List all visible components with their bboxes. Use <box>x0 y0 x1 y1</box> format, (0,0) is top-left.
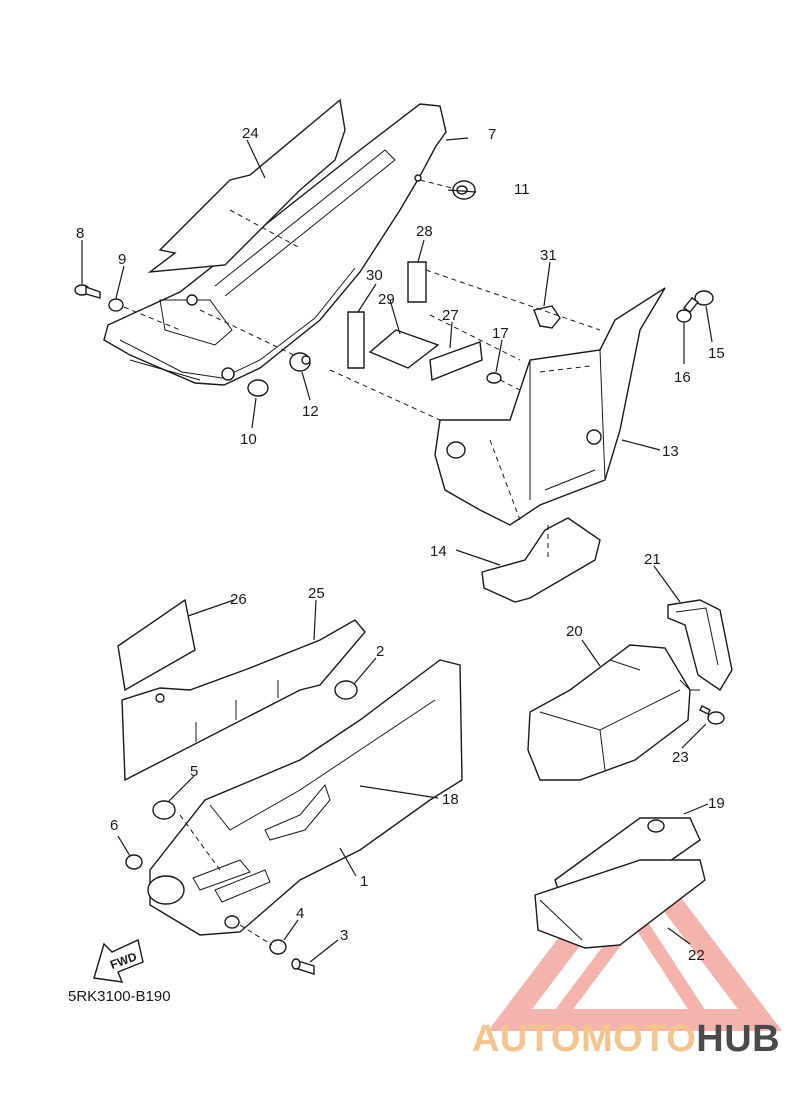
part-band-21 <box>667 599 733 691</box>
part-collar-9 <box>108 298 181 331</box>
part-washer-4 <box>269 939 287 955</box>
callout-3: 3 <box>340 927 348 944</box>
part-clip-31 <box>533 305 561 329</box>
part-tool-case-20 <box>527 644 691 781</box>
callout-8: 8 <box>76 225 84 242</box>
brand-watermark-part2: HUB <box>696 1018 781 1060</box>
part-panel-25 <box>121 619 366 782</box>
diagram-code: 5RK3100-B190 <box>68 988 171 1005</box>
callout-13: 13 <box>662 443 679 460</box>
callout-5: 5 <box>190 763 198 780</box>
callout-1: 1 <box>360 873 368 890</box>
brand-watermark-part1: AUTOMOTO <box>472 1018 697 1060</box>
callout-2: 2 <box>376 643 384 660</box>
part-side-cover-lower <box>147 659 463 936</box>
part-grommet-11 <box>414 174 476 200</box>
part-screw-3 <box>291 958 315 975</box>
part-pad-27 <box>429 341 483 381</box>
part-grommet-6 <box>125 854 143 870</box>
part-bolt-23 <box>699 705 725 725</box>
callout-26: 26 <box>230 591 247 608</box>
part-mat-22 <box>534 859 706 949</box>
callout-29: 29 <box>378 291 395 308</box>
part-decal-26 <box>117 598 196 692</box>
callout-19: 19 <box>708 795 725 812</box>
callout-7: 7 <box>488 126 496 143</box>
callout-18: 18 <box>442 791 459 808</box>
callout-12: 12 <box>302 403 319 420</box>
callout-20: 20 <box>566 623 583 640</box>
callout-14: 14 <box>430 543 447 560</box>
part-grommet-2 <box>334 680 358 700</box>
callout-15: 15 <box>708 345 725 362</box>
callout-10: 10 <box>240 431 257 448</box>
leader-lines <box>81 137 713 963</box>
part-side-cover-upper <box>103 103 447 386</box>
callout-28: 28 <box>416 223 433 240</box>
callout-27: 27 <box>442 307 459 324</box>
callout-4: 4 <box>296 905 304 922</box>
part-pad-28 <box>407 261 427 303</box>
callout-21: 21 <box>644 551 661 568</box>
brand-watermark: AUTOMOTOHUB <box>472 1018 780 1061</box>
part-screw-17 <box>486 372 529 395</box>
callout-labels: 1 2 3 4 5 6 7 8 9 10 11 12 13 14 15 16 1… <box>76 125 725 964</box>
part-bolt-15 <box>682 290 714 313</box>
callout-16: 16 <box>674 369 691 386</box>
part-pad-30 <box>347 311 365 369</box>
callout-24: 24 <box>242 125 259 142</box>
part-pad-29 <box>368 329 440 369</box>
callout-22: 22 <box>688 947 705 964</box>
part-battery-box-13 <box>434 287 666 526</box>
fwd-arrow-icon: FWD <box>93 939 144 983</box>
part-grommet-5 <box>152 800 176 820</box>
callout-6: 6 <box>110 817 118 834</box>
callout-30: 30 <box>366 267 383 284</box>
part-grommet-10 <box>247 379 269 397</box>
part-grommet-12 <box>199 309 311 372</box>
callout-11: 11 <box>514 181 530 198</box>
callout-9: 9 <box>118 251 126 268</box>
callout-23: 23 <box>672 749 689 766</box>
part-bolt-8 <box>74 284 101 299</box>
part-collar-16 <box>676 309 692 323</box>
callout-17: 17 <box>492 325 509 342</box>
callout-25: 25 <box>308 585 325 602</box>
part-decal-24 <box>147 98 346 273</box>
callout-31: 31 <box>540 247 557 264</box>
part-pad-14 <box>481 517 601 603</box>
